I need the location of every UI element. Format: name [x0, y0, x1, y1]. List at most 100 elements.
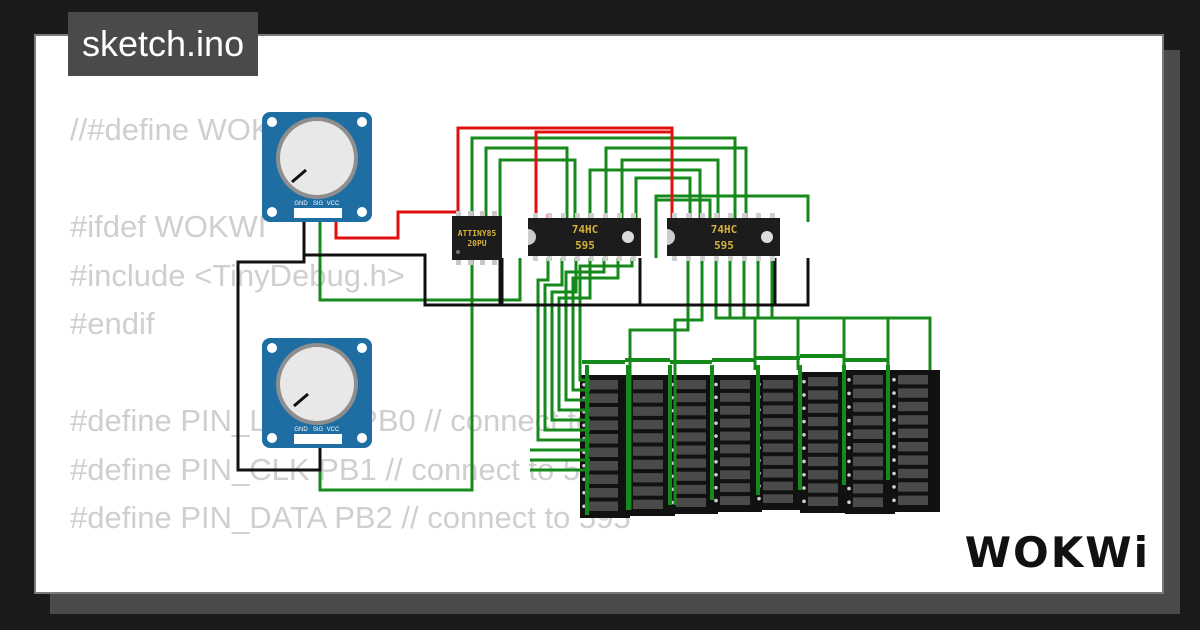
led-segment [633, 499, 663, 509]
chip-pin [631, 256, 636, 261]
led-segment [763, 392, 793, 402]
bar-pin [714, 421, 718, 425]
bar-pin [892, 404, 896, 409]
chip-pin [700, 213, 705, 218]
bar-pin [802, 486, 806, 490]
chip-pin [617, 256, 622, 261]
chip-pin [547, 213, 552, 218]
bar-pin [582, 423, 586, 428]
bar-pin [802, 446, 806, 450]
bar-pin [582, 490, 586, 495]
led-segment [676, 393, 706, 403]
led-segment [853, 470, 883, 480]
led-segment [808, 390, 838, 400]
led-segment [633, 419, 663, 430]
knob[interactable] [280, 347, 354, 421]
mount-hole [357, 433, 367, 443]
knob[interactable] [280, 121, 354, 195]
led-segment [853, 443, 883, 453]
led-segment [720, 418, 750, 428]
chip-pin [480, 211, 485, 216]
shift-register-2[interactable]: 74HC 595 [667, 218, 780, 256]
mount-hole [267, 343, 277, 353]
mount-hole [267, 117, 277, 127]
bar-pin [847, 486, 851, 491]
bar-pin [757, 496, 761, 501]
bar-pin [714, 395, 718, 400]
chip-pin [770, 213, 775, 218]
chip-pin [756, 213, 761, 218]
led-segment [633, 380, 663, 390]
led-segment [898, 428, 928, 438]
chip-pin [492, 260, 497, 265]
led-segment [588, 420, 618, 430]
chip-pin [468, 211, 473, 216]
led-segment [676, 406, 706, 416]
bar-pin [847, 473, 851, 477]
bar-pin [714, 434, 718, 438]
led-segment [676, 458, 706, 468]
led-segment [898, 442, 928, 452]
led-segment [763, 430, 793, 440]
wokwi-logo: WOKWi [964, 528, 1150, 577]
chip-pin [742, 213, 747, 218]
led-segment [676, 445, 706, 455]
led-segment [808, 483, 838, 493]
led-segment [808, 430, 838, 440]
led-segment [853, 483, 883, 494]
led-segment [633, 459, 663, 470]
led-segment [808, 416, 838, 427]
led-segment [588, 461, 618, 471]
led-segment [853, 415, 883, 426]
led-segment [898, 375, 928, 385]
attiny85-chip[interactable]: ATTINY85 20PU [452, 211, 502, 265]
led-segment [853, 497, 883, 507]
mount-hole [267, 433, 277, 443]
led-segment [808, 456, 838, 467]
chip-pin [533, 213, 538, 218]
shift-register-1[interactable]: 74HC 595 [528, 218, 641, 256]
led-segment [898, 468, 928, 479]
bar-pin [582, 463, 586, 468]
chip-pin [714, 213, 719, 218]
bar-pin [802, 393, 806, 397]
bar-pin [892, 458, 896, 462]
chip-pin [533, 256, 538, 261]
bar-pin [847, 418, 851, 423]
led-segment [588, 407, 618, 417]
led-segment [633, 486, 663, 496]
bar-pin [714, 460, 718, 464]
led-segment [763, 380, 793, 389]
led-segment [588, 501, 618, 511]
chip-pin [728, 256, 733, 261]
led-segment [588, 393, 618, 403]
pin-label: GND [294, 201, 308, 207]
pin-label: SIG [313, 201, 324, 207]
chip-pin [686, 213, 691, 218]
led-segment [720, 380, 750, 389]
chip-body [452, 216, 502, 260]
led-segment [633, 406, 663, 416]
potentiometer-1[interactable]: GND SIG VCC [262, 112, 372, 222]
chip-dot [761, 231, 773, 243]
led-segment [676, 484, 706, 494]
led-segment [763, 405, 793, 415]
led-segment [808, 377, 838, 387]
code-line: #define PIN_DATA PB2 // connect to 595 [70, 500, 631, 535]
led-segment [808, 403, 838, 413]
led-segment [898, 495, 928, 505]
led-segment [720, 457, 750, 467]
sketch-filename-tab[interactable]: sketch.ino [68, 12, 259, 76]
led-segment [898, 401, 928, 412]
chip-pin [575, 213, 580, 218]
bar-pin [802, 433, 806, 437]
led-segment [853, 388, 883, 399]
bar-pin [892, 444, 896, 449]
potentiometer-2[interactable]: GND SIG VCC [262, 338, 372, 448]
chip-pin [492, 211, 497, 216]
chip-pin [468, 260, 473, 265]
bar-pin [582, 477, 586, 482]
bar-pin [802, 499, 806, 504]
chip-pin [700, 256, 705, 261]
